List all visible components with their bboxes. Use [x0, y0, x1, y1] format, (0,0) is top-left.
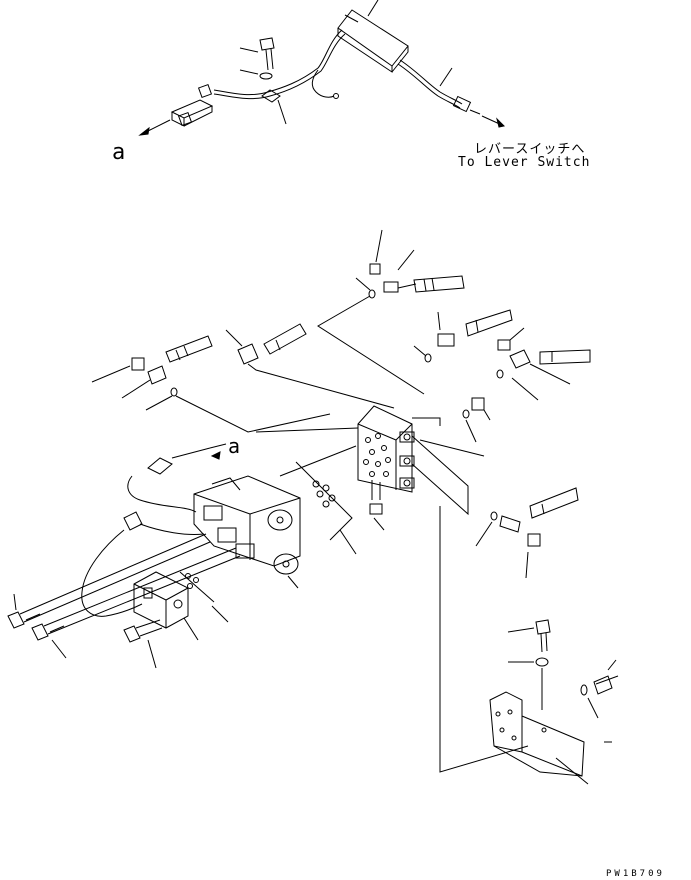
bolt-icon — [259, 37, 275, 51]
side-bolt — [593, 675, 613, 695]
solenoid-connector-b — [123, 511, 143, 531]
elbow-fitting — [509, 349, 531, 369]
lever-switch-connector — [452, 95, 472, 113]
left-hose — [165, 335, 213, 363]
solenoid-valve-body — [193, 475, 301, 567]
hose-lower-right — [529, 487, 579, 519]
o-ring-icon — [368, 289, 376, 299]
long-bolt-head-2 — [31, 623, 49, 641]
solenoid-valve-block — [81, 443, 357, 623]
adapter-fitting — [383, 281, 399, 293]
bracket-bolt — [535, 619, 551, 635]
main-valve-assembly — [357, 405, 469, 516]
long-bolts — [7, 533, 241, 659]
connection-marker-a-top: a — [112, 140, 126, 165]
hose-mid — [465, 309, 513, 337]
upper-fittings — [355, 229, 591, 579]
bracket-washer — [535, 657, 549, 667]
hose-upper — [413, 275, 465, 293]
routing-lines — [175, 295, 529, 773]
hose-right — [539, 349, 591, 365]
coil-bolt-head — [123, 625, 141, 643]
bottom-plug — [369, 503, 383, 515]
lever-switch-label-en: To Lever Switch — [458, 155, 591, 170]
left-plug — [131, 357, 145, 371]
center-hose — [263, 323, 307, 355]
top-harness — [138, 0, 506, 136]
control-valve-block — [357, 405, 413, 493]
mounting-bracket — [489, 619, 619, 785]
bracket-plate — [489, 691, 585, 777]
relay-box — [337, 9, 409, 67]
washer-icon — [259, 72, 273, 80]
drawing-id: PW1B709 — [606, 869, 665, 879]
solenoid-connector-a — [147, 457, 173, 475]
left-fittings — [91, 323, 307, 411]
long-bolt-head-1 — [7, 611, 25, 629]
connection-marker-a-mid: a — [228, 434, 241, 458]
solenoid-coil — [123, 571, 199, 669]
coil-body — [133, 571, 189, 629]
side-washer — [580, 684, 588, 696]
left-elbow — [147, 365, 167, 385]
plug-fitting — [369, 263, 381, 275]
harness-wire — [213, 29, 343, 96]
lever-switch-label-ja: レバースイッチへ — [474, 142, 586, 157]
